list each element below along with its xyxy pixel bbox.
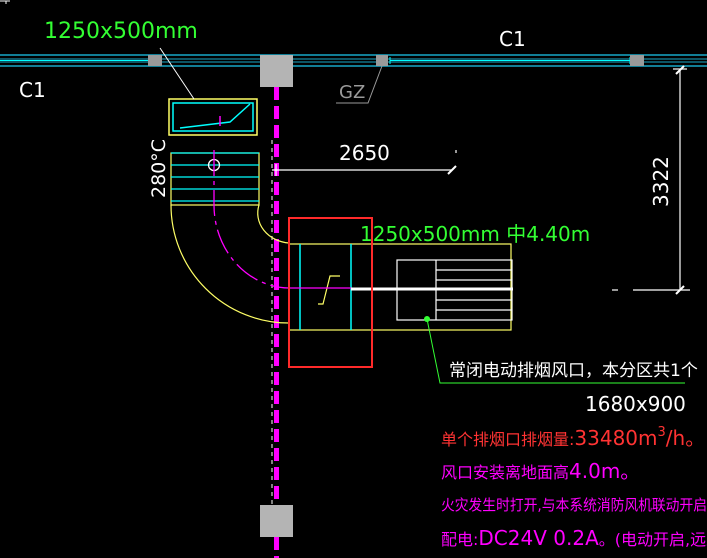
wall-pier-right	[630, 55, 644, 66]
note-install-height: 风口安装离地面高4.0m。	[441, 459, 640, 483]
motor-damper-symbol	[318, 275, 340, 305]
smoke-outlet-grille	[436, 269, 512, 311]
exhaust-box-outer	[168, 98, 258, 136]
wall-pier-mid	[376, 55, 388, 66]
outlet-description: 常闭电动排烟风口，本分区共1个	[449, 361, 698, 381]
outlet-leader	[426, 318, 685, 384]
duct-size-top-label: 1250x500mm	[44, 19, 198, 44]
outlet-size: 1680x900	[585, 392, 686, 416]
wall-pier-left	[148, 55, 162, 66]
wall-band	[0, 54, 707, 67]
note-power: 配电:DC24V 0.2A。(电动开启,远距	[441, 526, 707, 550]
dim-tick-right	[447, 165, 457, 175]
note-smoke-volume-unit: /h。	[666, 426, 705, 450]
column-label: GZ	[339, 82, 365, 103]
exhaust-box-symbol	[179, 103, 251, 129]
dim-horizontal-label: 2650	[339, 141, 390, 165]
structural-column-top	[260, 55, 293, 87]
fire-damper-temp-label: 280°C	[148, 139, 170, 198]
note-fire-linkage: 火灾发生时打开,与本系统消防风机联动开启	[441, 496, 707, 514]
note-power-suffix: 。(电动开启,远距	[599, 530, 707, 549]
note-smoke-volume-sup: 3	[658, 425, 666, 440]
selection-highlight[interactable]	[288, 217, 373, 368]
note-power-prefix: 配电:	[441, 530, 478, 549]
size-leader-top	[159, 47, 195, 100]
structural-column-bottom	[260, 505, 293, 537]
duct-elbow-inner	[257, 204, 290, 244]
note-smoke-volume-value: 33480m	[574, 426, 657, 450]
window-label-top: C1	[499, 27, 526, 51]
note-install-value: 4.0m。	[569, 459, 640, 483]
duct-horizontal	[288, 243, 512, 331]
dim-tick-vertical-top	[675, 65, 685, 75]
smoke-outlet	[396, 259, 513, 321]
duct-centerline	[213, 150, 290, 289]
note-power-value: DC24V 0.2A	[478, 526, 599, 550]
note-install-prefix: 风口安装离地面高	[441, 463, 569, 482]
dim-tick-vertical-bottom	[675, 285, 685, 295]
window-label-left: C1	[19, 78, 46, 102]
duct-elbow-outer	[170, 204, 290, 324]
duct-riser-outline	[170, 152, 260, 206]
dim-vertical-label: 3322	[649, 156, 673, 207]
note-smoke-volume-prefix: 单个排烟口排烟量:	[441, 430, 574, 449]
note-smoke-volume: 单个排烟口排烟量:33480m3/h。	[441, 425, 705, 450]
title-fragment	[0, 0, 10, 4]
gz-leader	[336, 65, 383, 104]
exhaust-box-inner	[172, 102, 254, 132]
duct-size-elevation-label: 1250x500mm 中4.40m	[360, 222, 590, 246]
duct-riser-grid	[171, 152, 259, 202]
